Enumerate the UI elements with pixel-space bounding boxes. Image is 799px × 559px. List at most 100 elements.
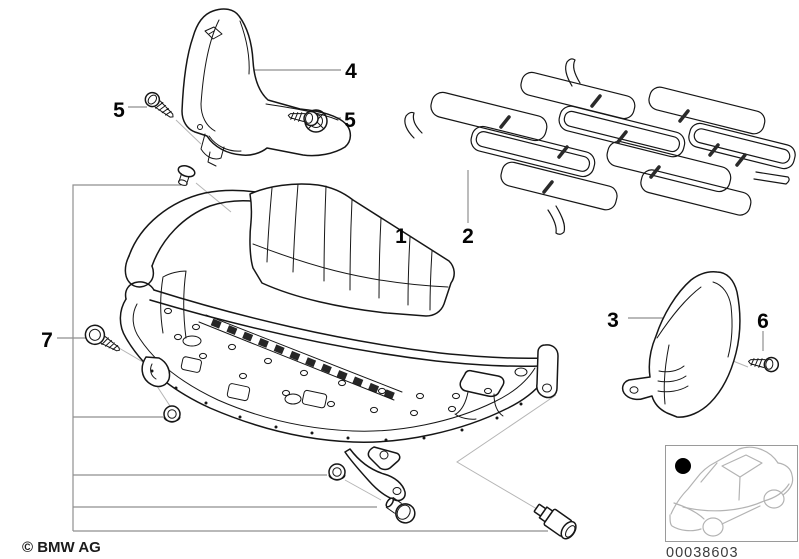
spring-wire-loop [470, 125, 596, 178]
car-sketch-icon [669, 446, 794, 537]
wire-end [565, 58, 581, 87]
stop-buffer [533, 503, 577, 540]
pan-left-nose [124, 281, 155, 300]
screw-head-slot [305, 112, 314, 124]
pan-inner-rim [132, 303, 536, 432]
trim-inner-contour [265, 103, 339, 121]
leg-arm-hole [392, 487, 402, 495]
bow-end-hook [124, 255, 155, 288]
spring-wire-loop [640, 169, 752, 216]
screw-head [303, 110, 319, 127]
backrest-trim-panel-lower [621, 271, 741, 418]
wire-end [404, 111, 423, 139]
belt-anchor-legs [454, 391, 504, 420]
spring-wire-loop [430, 91, 548, 142]
screw-thread [287, 112, 306, 123]
trim-inner-contour [239, 20, 250, 75]
trim-panel-outline [181, 8, 352, 157]
bow-inner [151, 200, 261, 267]
pan-rail-bottom [149, 299, 542, 368]
screw-head [763, 356, 780, 373]
bolt-tip [385, 497, 395, 508]
screw-head-slot [765, 358, 774, 370]
bow-outer [128, 189, 263, 257]
rail-end-bracket [536, 344, 559, 399]
pan-rail-top [153, 289, 547, 360]
nut-hole [332, 467, 342, 477]
hinge-bracket [141, 356, 171, 388]
vehicle-thumbnail: 00038603 [665, 445, 798, 559]
bolt-head-face [396, 504, 411, 520]
callout-label-2[interactable]: 2 [462, 225, 474, 248]
seat-track [210, 318, 398, 401]
screw-head-slot [147, 94, 158, 105]
trim-flange [200, 133, 225, 167]
callout-label-6[interactable]: 6 [757, 310, 769, 333]
screw-5-right [287, 110, 319, 127]
buffer-end-face [565, 525, 576, 538]
position-dot [675, 458, 691, 474]
spring-wire-loop [500, 161, 618, 211]
bolt-head [395, 503, 416, 524]
seat-track-edges [198, 314, 403, 401]
seat-frame [119, 183, 559, 502]
trim-crease [663, 344, 670, 405]
screw-6 [748, 356, 780, 373]
leg-bracket-pin [379, 450, 389, 460]
callout-label-7[interactable]: 7 [41, 329, 53, 352]
leader-bracket-left [72, 184, 181, 531]
nut-hole [167, 409, 177, 419]
callout-labels: 1 2 3 4 5 5 6 7 [41, 60, 769, 352]
callout-label-5-right[interactable]: 5 [344, 109, 356, 132]
trim-crease [656, 286, 702, 339]
copyright-text: © BMW AG [22, 539, 101, 556]
trim-inner-contour [200, 19, 220, 132]
spring-wire-loop [688, 122, 796, 170]
shell-crease [252, 243, 449, 288]
trim-inner-contour [208, 135, 242, 152]
screw-thread [748, 358, 766, 369]
thumbnail-border [665, 445, 798, 542]
trim-hole [197, 124, 203, 130]
screw-thread [154, 100, 174, 118]
shell-ribs [266, 183, 433, 311]
belt-anchor-bracket [459, 369, 505, 398]
bolt-head [84, 324, 106, 346]
nut-body [163, 405, 181, 423]
trim-foot-hole [629, 386, 639, 394]
pan-front-rim [119, 298, 555, 443]
backrest-trim-panel-upper [181, 8, 352, 167]
leg-bracket-plate [367, 446, 401, 471]
spring-mat-clips [499, 94, 747, 194]
diagram-number: 00038603 [666, 545, 739, 559]
leader-lines [57, 69, 764, 532]
callout-label-1[interactable]: 1 [395, 225, 407, 248]
bolt-head-inner [88, 328, 101, 341]
bolt-shank [385, 497, 402, 514]
wire-end [547, 205, 566, 235]
callout-label-4[interactable]: 4 [345, 60, 357, 83]
rim-rivets [150, 369, 523, 442]
callout-label-5-left[interactable]: 5 [113, 99, 125, 122]
spring-wire-inner [693, 128, 791, 164]
leg-arm [344, 448, 406, 502]
nut-rear [328, 463, 346, 481]
nut-body [328, 463, 346, 481]
trim-slot [204, 26, 223, 40]
wire-spring-mat [404, 58, 796, 235]
pointer-line [195, 182, 232, 213]
pin-tip [177, 179, 188, 186]
bolt-thread [99, 335, 121, 352]
bolt-7 [84, 324, 121, 352]
spring-wire-inner [475, 131, 591, 172]
push-pin [177, 165, 196, 186]
spring-wire-inner [563, 110, 681, 153]
wire-end [753, 171, 790, 185]
spring-wire-loop [606, 140, 732, 193]
callout-label-3[interactable]: 3 [607, 309, 619, 332]
screw-5-left [144, 91, 174, 118]
nut-skirt [328, 474, 346, 480]
spring-wire-loop [558, 105, 686, 158]
